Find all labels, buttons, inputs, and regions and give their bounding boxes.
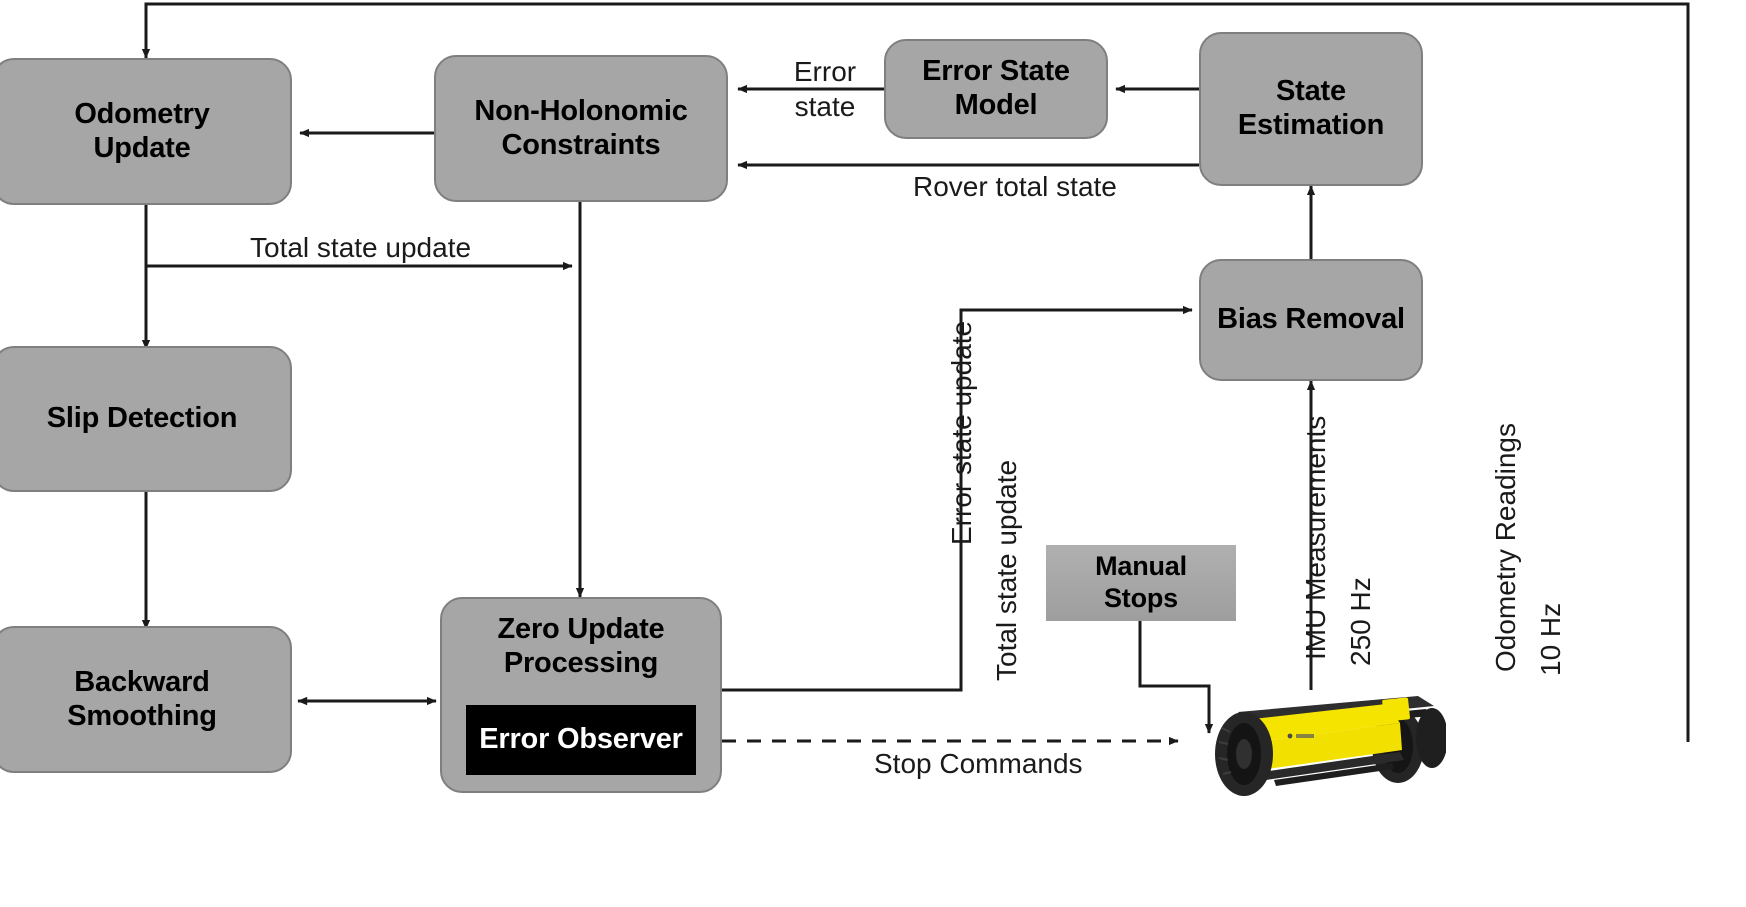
backward-smoothing-label-line1: Backward [74,665,210,698]
node-bias-removal[interactable]: Bias Removal [1199,259,1423,381]
non-holonomic-label-line1: Non-Holonomic [474,94,688,127]
state-estimation-label-line1: State [1276,75,1346,108]
edge-label-imu-measurements: IMU Measurements [1300,415,1331,660]
bias-removal-label: Bias Removal [1217,303,1405,336]
edge-manualstops-to-rover [1138,620,1214,734]
zero-update-label-line2: Processing [503,646,659,679]
zero-update-label-line1: Zero Update [497,613,665,645]
edge-label-odometry-rate: 10 Hz [1535,602,1566,676]
error-state-line2: state [794,91,856,122]
edge-zeroupdate-to-biasremoval [722,305,1193,692]
node-state-estimation[interactable]: State Estimation [1199,32,1423,186]
edge-label-error-state-update: Error state update [946,320,977,545]
edge-label-stop-commands: Stop Commands [874,748,1083,779]
node-slip-detection[interactable]: Slip Detection [0,346,292,492]
edge-label-error-state: Error state [766,54,884,124]
node-zero-update-processing[interactable]: Zero Update Processing Error Observer [440,597,722,793]
error-observer-label: Error Observer [479,723,683,756]
node-non-holonomic-constraints[interactable]: Non-Holonomic Constraints [434,55,728,202]
rover-illustration [1215,696,1446,796]
edge-label-rover-total-state: Rover total state [913,171,1117,202]
odometry-update-label-line2: Update [93,131,191,164]
manual-stops-label-line2: Stops [1103,583,1178,613]
slip-detection-label: Slip Detection [46,402,238,435]
edge-label-total-state-update-vertical: Total state update [991,459,1022,681]
node-error-state-model[interactable]: Error State Model [884,39,1108,139]
error-state-line1: Error [793,56,857,87]
edge-odometry-readings [141,2,1690,742]
odometry-update-label-line1: Odometry [74,97,210,130]
node-backward-smoothing[interactable]: Backward Smoothing [0,626,292,773]
backward-smoothing-label-line2: Smoothing [67,699,217,732]
error-state-model-label-line1: Error State [922,55,1070,88]
node-error-observer[interactable]: Error Observer [466,705,696,775]
error-state-model-label-line2: Model [954,89,1038,121]
edge-label-imu-rate: 250 Hz [1345,577,1376,666]
node-manual-stops[interactable]: Manual Stops [1046,545,1236,621]
non-holonomic-label-line2: Constraints [501,128,661,161]
node-odometry-update[interactable]: Odometry Update [0,58,292,205]
edge-label-odometry-readings: Odometry Readings [1490,422,1521,672]
manual-stops-label-line1: Manual [1095,551,1187,582]
edge-label-total-state-update-top: Total state update [250,232,472,263]
state-estimation-label-line2: Estimation [1237,109,1385,141]
